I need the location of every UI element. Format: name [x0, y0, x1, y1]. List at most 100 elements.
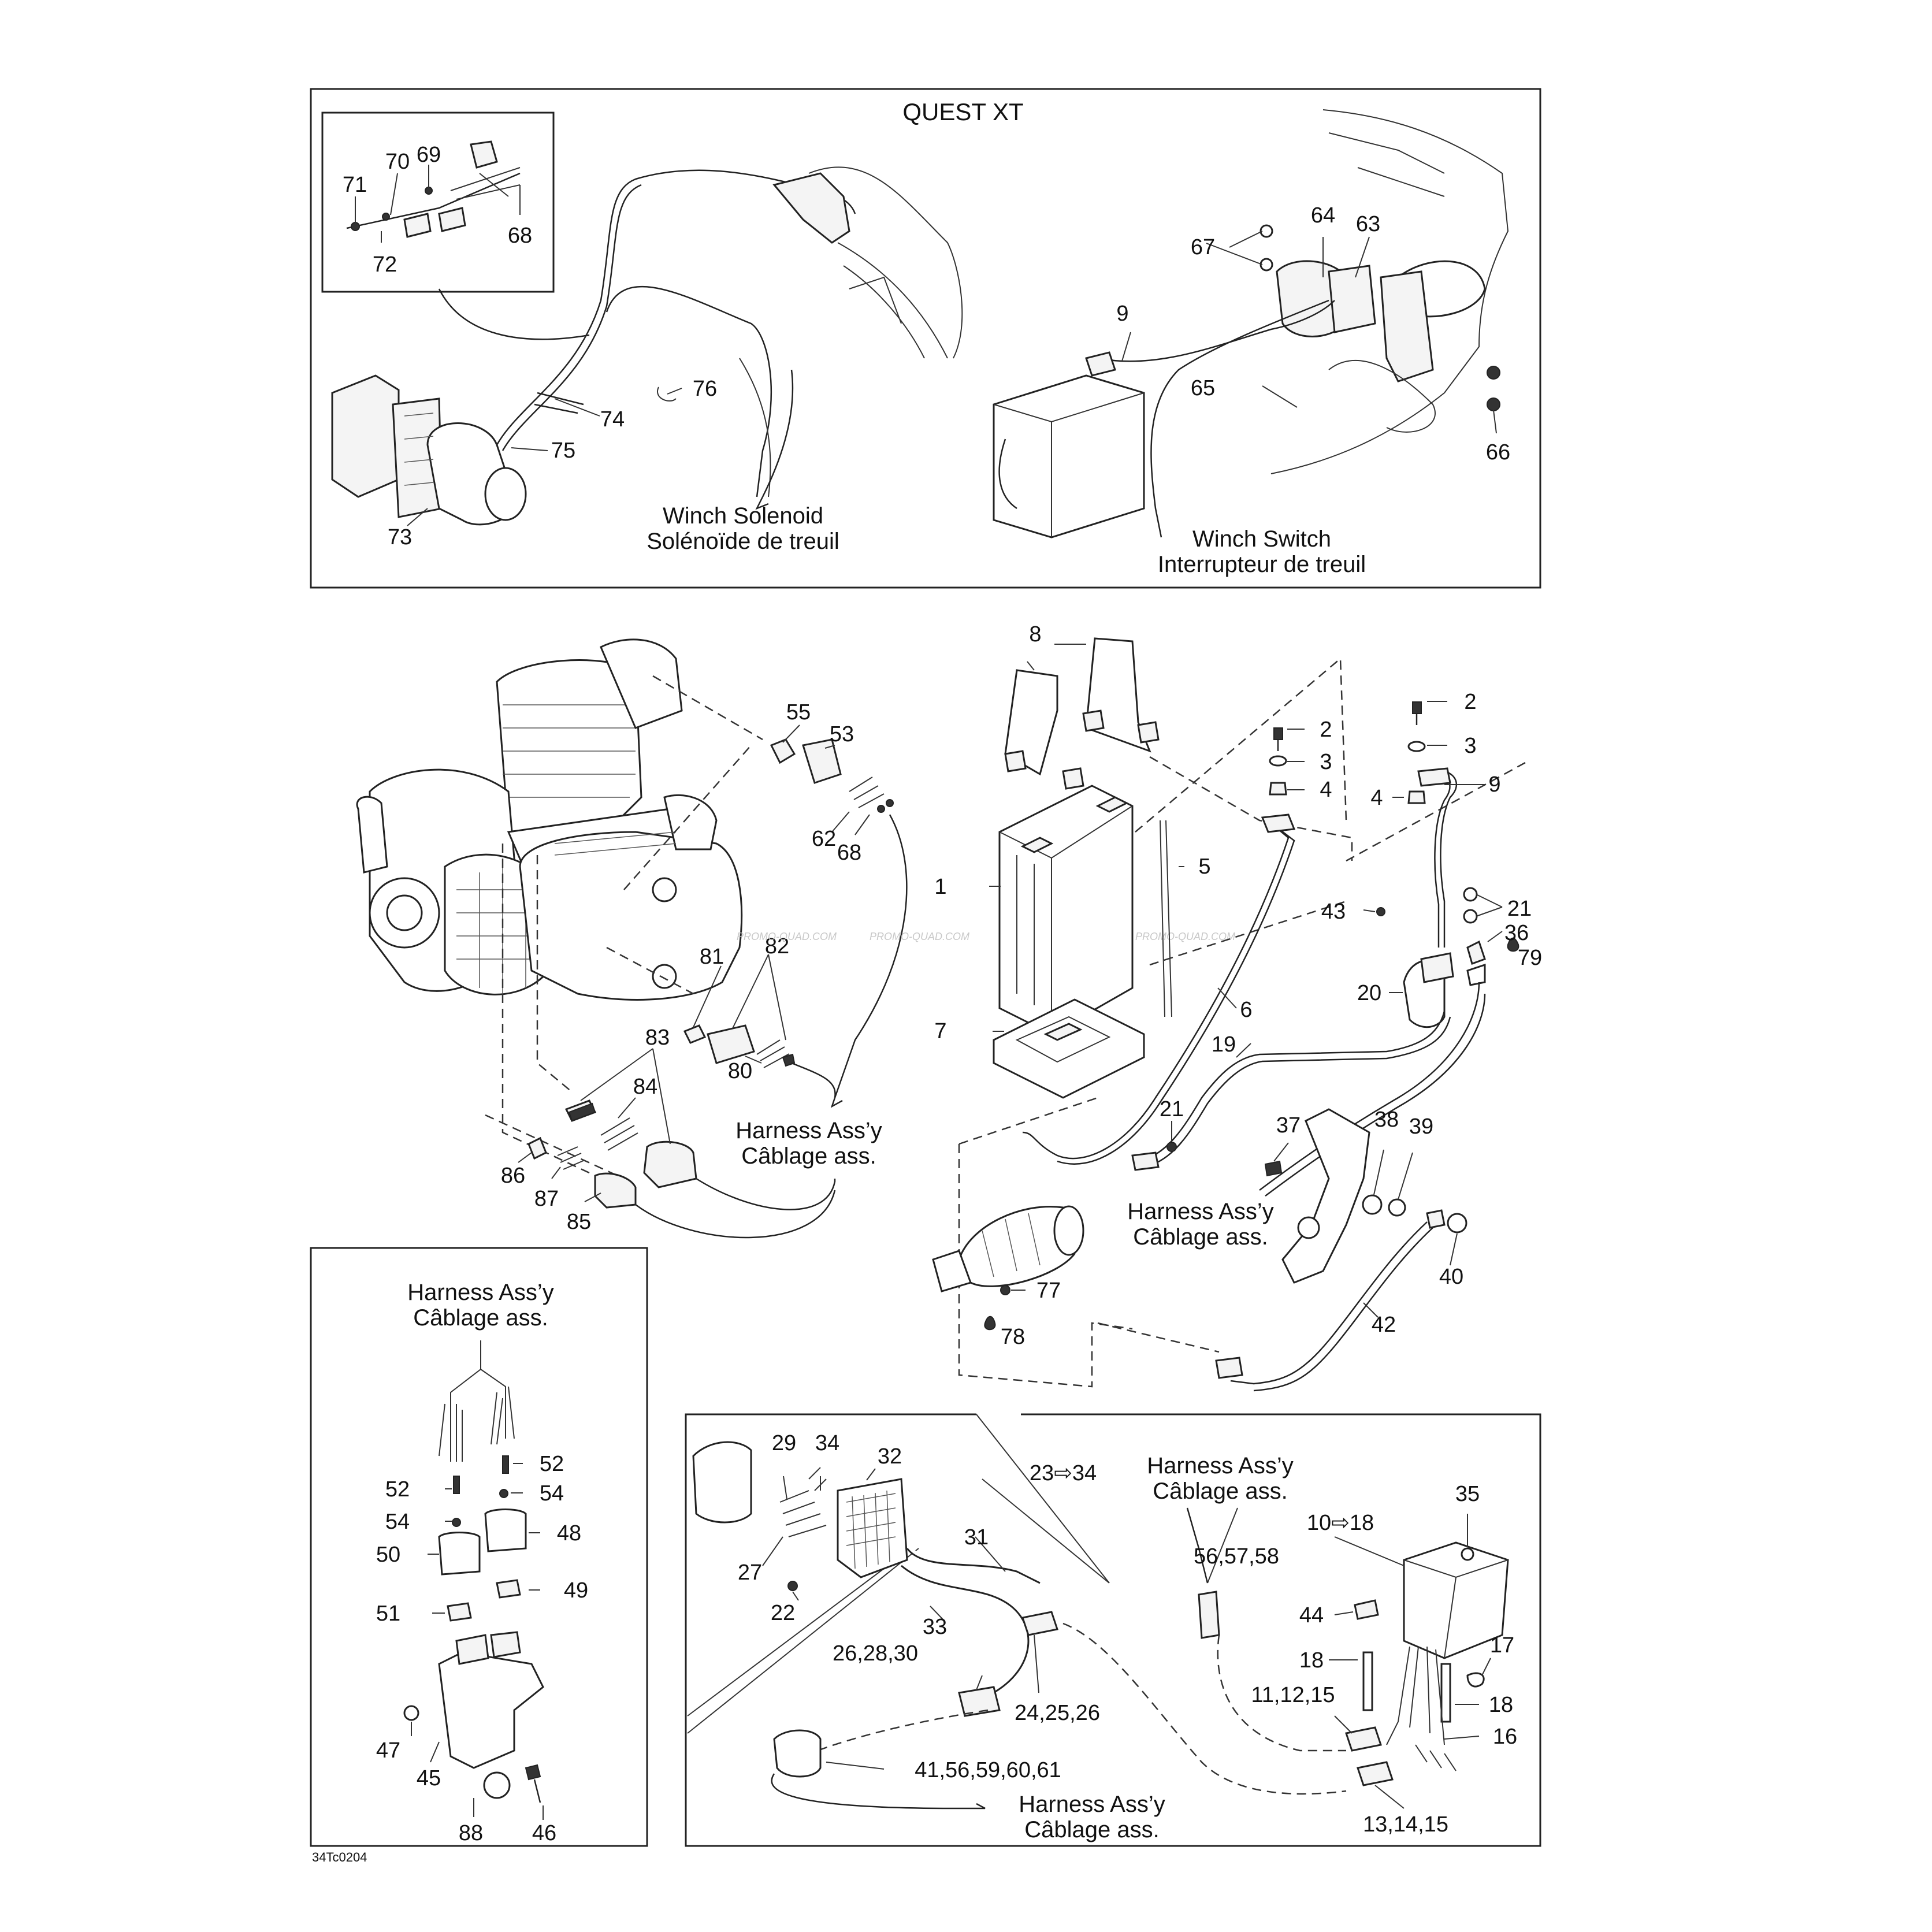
callout-10-18: 10⇨18	[1307, 1511, 1374, 1535]
harness-right-en: Harness Ass’y	[1147, 1453, 1293, 1478]
callout-17: 17	[1490, 1633, 1514, 1658]
connector-82-art	[683, 1024, 796, 1068]
callout-21-top: 21	[1507, 897, 1532, 921]
relay-inset-frame	[310, 1247, 648, 1847]
callout-44: 44	[1299, 1603, 1324, 1628]
callout-50: 50	[376, 1543, 400, 1567]
callout-3-left: 3	[1320, 750, 1332, 774]
battery-hardware-2-4	[1269, 701, 1426, 804]
callout-38: 38	[1374, 1108, 1399, 1132]
callout-79: 79	[1518, 946, 1542, 970]
callout-66: 66	[1486, 440, 1510, 465]
winch-solenoid-fr: Solénoïde de treuil	[647, 529, 839, 554]
harness-regulator-fr: Câblage ass.	[1024, 1817, 1159, 1842]
callout-81: 81	[700, 945, 724, 969]
callout-55: 55	[786, 700, 811, 724]
quest-xt-title: QUEST XT	[902, 98, 1023, 125]
callout-37: 37	[1276, 1113, 1301, 1138]
callout-11-12-15: 11,12,15	[1251, 1683, 1335, 1707]
cable-42	[1259, 982, 1480, 1191]
callout-4-right: 4	[1370, 786, 1383, 810]
callout-74: 74	[600, 407, 625, 432]
watermark-2: PROMO-QUAD.COM	[870, 931, 969, 942]
callout-86: 86	[501, 1164, 525, 1188]
cable-42-ground	[1230, 1221, 1428, 1385]
callout-48: 48	[557, 1521, 581, 1545]
harness-regulator-en: Harness Ass’y	[1019, 1792, 1165, 1817]
callout-4-left: 4	[1320, 778, 1332, 802]
callout-18-left: 18	[1299, 1648, 1324, 1673]
battery-tray-art	[993, 998, 1145, 1099]
callout-36: 36	[1504, 921, 1529, 945]
callout-34: 34	[815, 1431, 839, 1455]
callout-2-right: 2	[1464, 690, 1476, 714]
callout-63: 63	[1356, 212, 1380, 236]
relay-parts-art	[403, 1455, 544, 1803]
callout-52-left: 52	[385, 1477, 410, 1502]
callout-49: 49	[564, 1578, 588, 1603]
callout-39: 39	[1409, 1114, 1433, 1139]
callout-56-57-58: 56,57,58	[1194, 1544, 1279, 1569]
callout-5: 5	[1198, 854, 1210, 879]
callout-68-inset: 68	[508, 224, 532, 248]
callout-9-right: 9	[1488, 772, 1500, 797]
vent-tube-5	[1160, 820, 1172, 1017]
callout-68-engine: 68	[837, 841, 861, 865]
callout-6: 6	[1240, 998, 1252, 1022]
callout-22: 22	[771, 1601, 795, 1625]
callout-45: 45	[417, 1766, 441, 1790]
callout-8: 8	[1029, 622, 1041, 647]
winch-switch-fr: Interrupteur de treuil	[1158, 552, 1366, 577]
callout-52-right: 52	[540, 1452, 564, 1476]
callout-76: 76	[693, 377, 717, 401]
rectifier-art	[692, 1441, 1058, 1717]
connector-83-art	[527, 1099, 697, 1209]
callout-29: 29	[772, 1431, 796, 1455]
harness-relay-en: Harness Ass’y	[407, 1280, 553, 1305]
callout-87: 87	[534, 1187, 559, 1211]
callout-54-right: 54	[540, 1481, 564, 1506]
callout-43: 43	[1321, 900, 1346, 924]
callout-16: 16	[1493, 1725, 1517, 1749]
callout-88: 88	[459, 1821, 483, 1845]
winch-switch-wire	[1097, 300, 1335, 362]
figure-code: 34Tc0204	[312, 1850, 367, 1864]
callout-23-34: 23⇨34	[1030, 1461, 1097, 1485]
connector-53-art	[770, 738, 894, 813]
harness-engine-en: Harness Ass’y	[735, 1118, 882, 1143]
winch-solenoid-en: Winch Solenoid	[663, 503, 823, 529]
callout-73: 73	[388, 525, 412, 549]
cable-9	[1426, 770, 1457, 948]
callout-69: 69	[417, 143, 441, 167]
cable-6	[1022, 823, 1290, 1160]
harness-battery-en: Harness Ass’y	[1127, 1199, 1273, 1224]
winch-switch-art	[1259, 109, 1509, 474]
harness-engine-fr: Câblage ass.	[741, 1143, 876, 1169]
starter-bracket-art	[1264, 1108, 1467, 1284]
callout-64: 64	[1311, 203, 1335, 228]
callout-65: 65	[1191, 376, 1215, 400]
callout-84: 84	[633, 1075, 657, 1099]
callout-13-14-15: 13,14,15	[1363, 1812, 1448, 1837]
regulator-inset-frame	[685, 1413, 1541, 1847]
callout-83: 83	[645, 1026, 670, 1050]
callout-82: 82	[765, 934, 789, 958]
callout-85: 85	[567, 1210, 591, 1234]
callout-72: 72	[373, 252, 397, 277]
callout-2-left: 2	[1320, 718, 1332, 742]
inset-bracket-art	[346, 140, 521, 238]
callout-35: 35	[1455, 1482, 1480, 1506]
callout-78: 78	[1001, 1325, 1025, 1349]
callout-47: 47	[376, 1738, 400, 1763]
callout-70: 70	[385, 150, 410, 174]
callout-19: 19	[1212, 1032, 1236, 1057]
connector-41-art	[773, 1729, 822, 1778]
callout-53: 53	[830, 722, 854, 746]
winch-switch-en: Winch Switch	[1192, 526, 1331, 552]
callout-77: 77	[1036, 1279, 1061, 1303]
engine-art	[356, 638, 743, 1001]
callout-75: 75	[551, 439, 575, 463]
callout-41-56-59-60-61: 41,56,59,60,61	[915, 1758, 1061, 1782]
callout-7: 7	[934, 1019, 946, 1043]
callout-31: 31	[964, 1525, 989, 1550]
